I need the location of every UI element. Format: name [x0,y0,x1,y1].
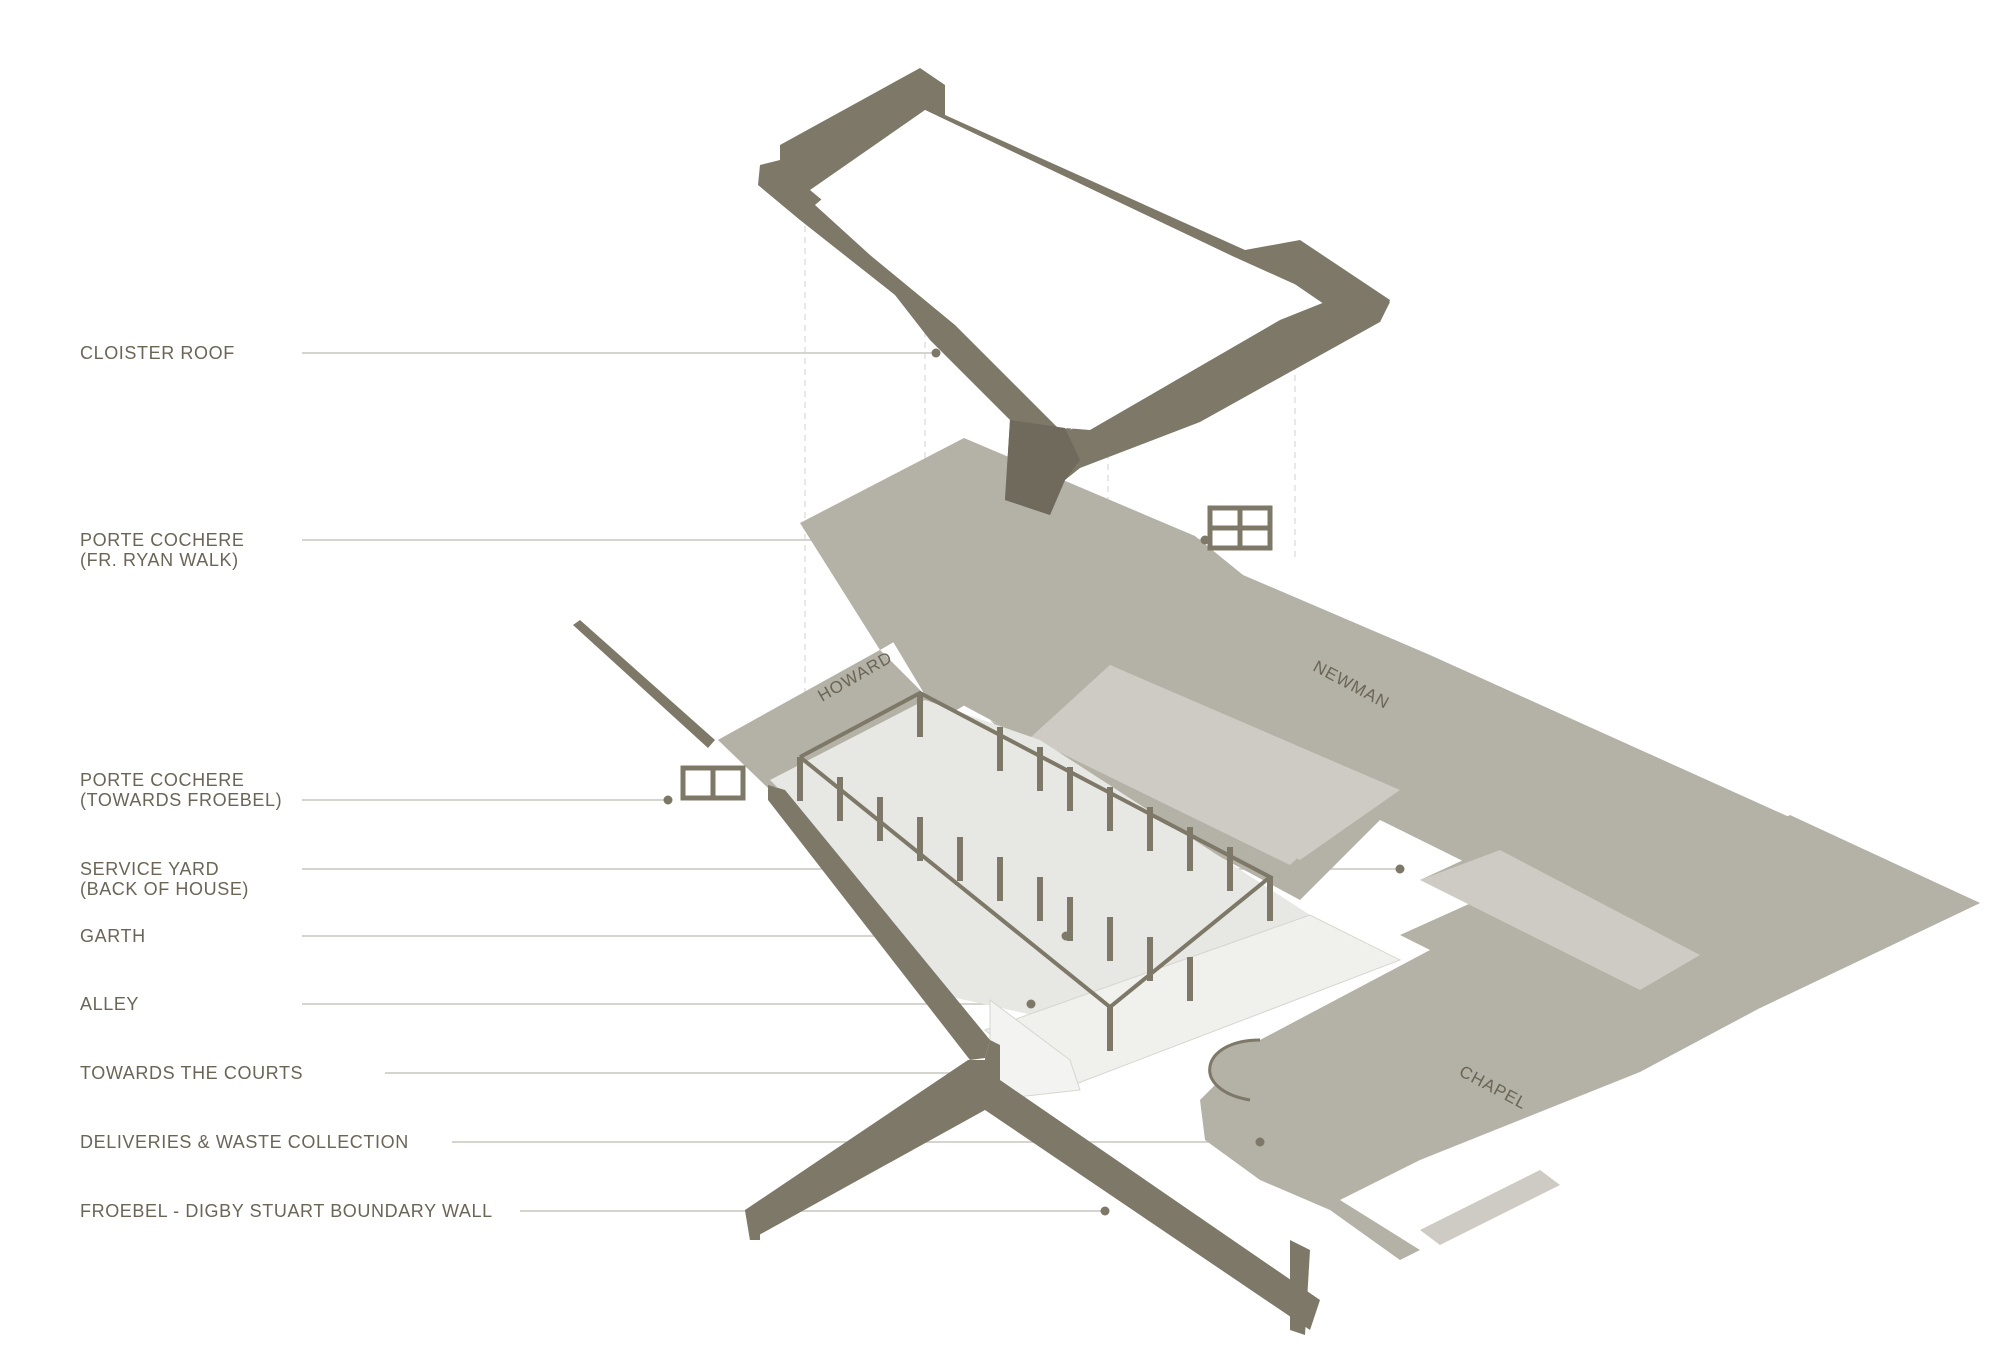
dot-boundary-wall [1100,1206,1110,1216]
callout-cloister-roof: CLOISTER ROOF [80,343,235,363]
dot-porte-cochere-froebel [663,795,673,805]
porte-cochere-frames [680,505,1273,801]
callout-boundary-wall: FROEBEL - DIGBY STUART BOUNDARY WALL [80,1201,493,1221]
dot-porte-cochere-ryan [1200,535,1210,545]
dot-towards-courts [961,1068,971,1078]
lower-ground-floor [1200,815,1980,1260]
callout-service-yard: SERVICE YARD (BACK OF HOUSE) [80,859,250,899]
boundary-walls [573,620,1320,1335]
callout-deliveries: DELIVERIES & WASTE COLLECTION [80,1132,409,1152]
callout-garth: GARTH [80,926,146,946]
dot-alley [1026,999,1036,1009]
leader-lines [302,352,1400,1212]
howard-wing [718,650,930,790]
inner-court-slab [1030,665,1375,865]
cloister-roof-ring [758,68,1390,515]
callout-towards-courts: TOWARDS THE COURTS [80,1063,304,1083]
callout-porte-cochere-ryan: PORTE COCHERE (FR. RYAN WALK) [80,530,245,570]
dot-deliveries [1255,1137,1265,1147]
dot-service-yard [1395,864,1405,874]
dot-garth [1061,931,1071,941]
callout-alley: ALLEY [80,994,140,1014]
callout-porte-cochere-froebel: PORTE COCHERE (TOWARDS FROEBEL) [80,770,283,810]
garth-colonnade [797,690,1274,1051]
dot-cloister-roof [931,348,941,358]
callout-dots [663,348,1405,1216]
